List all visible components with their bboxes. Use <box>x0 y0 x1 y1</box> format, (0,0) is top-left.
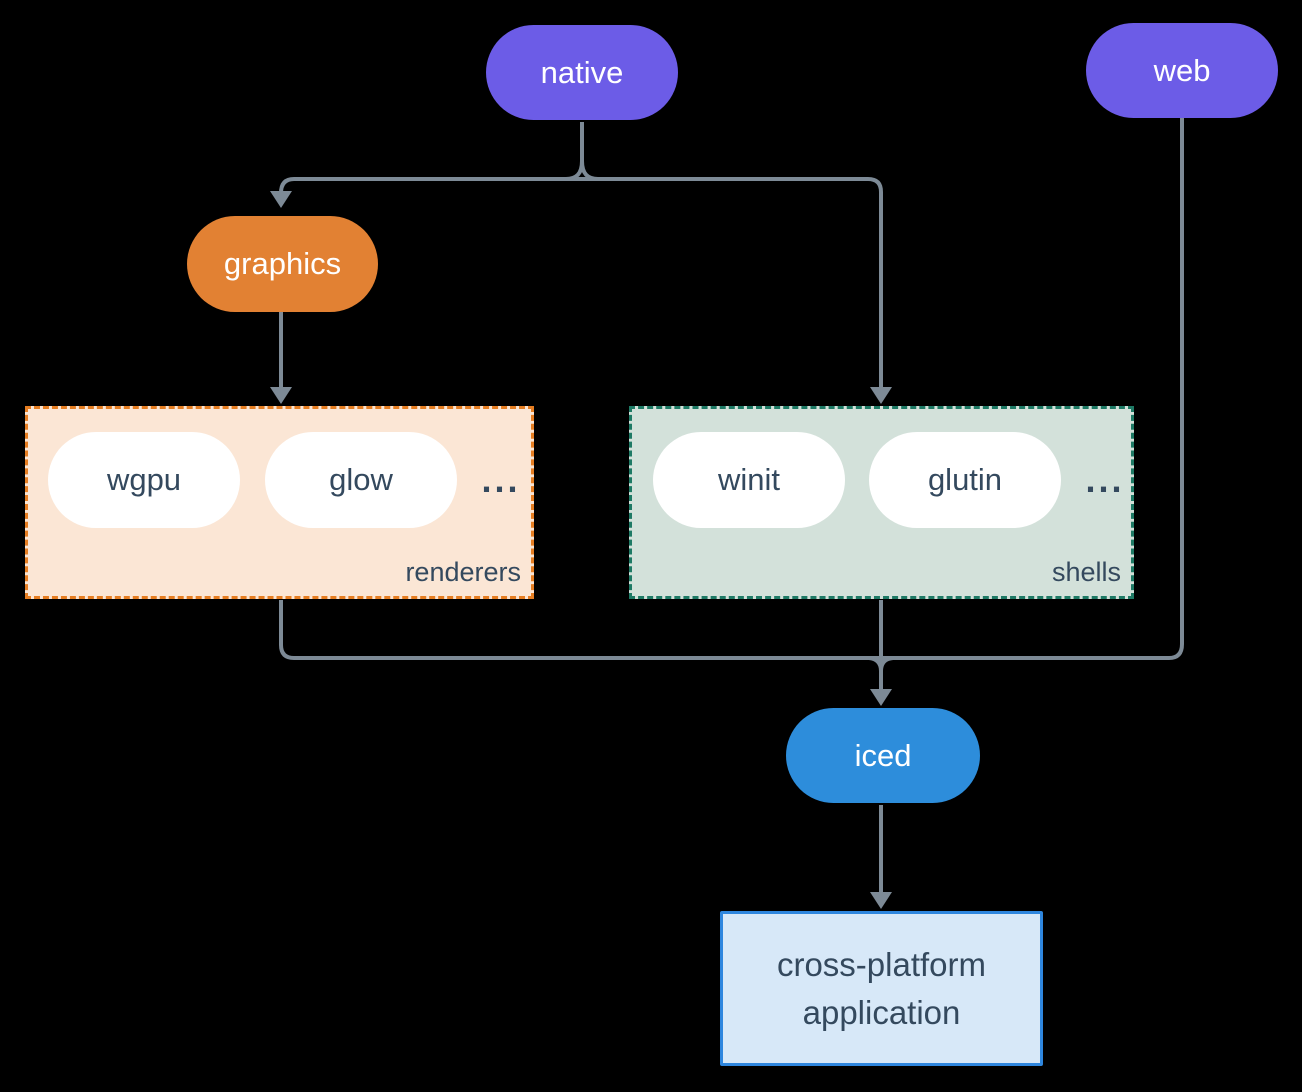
edge-junction-flare-left <box>868 656 883 672</box>
wgpu-node-label: wgpu <box>106 462 182 497</box>
web-node: web <box>1086 23 1278 118</box>
native-node-label: native <box>540 54 624 90</box>
iced-node-label: iced <box>854 737 912 773</box>
graphics-node: graphics <box>187 216 378 312</box>
arrowhead-to-iced <box>870 689 892 706</box>
web-node-label: web <box>1153 52 1211 88</box>
edge-native-flare-right <box>580 160 599 181</box>
application-node-label: cross-platform application <box>776 945 987 1031</box>
arrowhead-to-shells <box>870 387 892 404</box>
renderers-group: wgpu glow ... renderers <box>25 406 534 599</box>
shells-group: winit glutin ... shells <box>629 406 1134 599</box>
edge-junction-flare-right <box>879 656 894 672</box>
shells-group-label: shells <box>1051 557 1121 587</box>
arrowhead-to-graphics <box>270 191 292 208</box>
arrowhead-to-application <box>870 892 892 909</box>
glow-node: glow <box>265 432 457 528</box>
winit-node: winit <box>653 432 845 528</box>
graphics-node-label: graphics <box>223 246 342 281</box>
winit-node-label: winit <box>717 462 780 497</box>
arrowhead-to-renderers <box>270 387 292 404</box>
application-node: cross-platform application <box>720 911 1043 1066</box>
glow-node-label: glow <box>329 462 393 497</box>
glutin-node-label: glutin <box>927 462 1003 497</box>
renderers-group-label: renderers <box>405 557 521 587</box>
edge-native-flare-left <box>565 160 584 181</box>
native-node: native <box>486 25 678 120</box>
shells-ellipsis: ... <box>1085 459 1125 500</box>
glutin-node: glutin <box>869 432 1061 528</box>
wgpu-node: wgpu <box>48 432 240 528</box>
renderers-ellipsis: ... <box>481 459 521 500</box>
iced-node: iced <box>786 708 980 803</box>
